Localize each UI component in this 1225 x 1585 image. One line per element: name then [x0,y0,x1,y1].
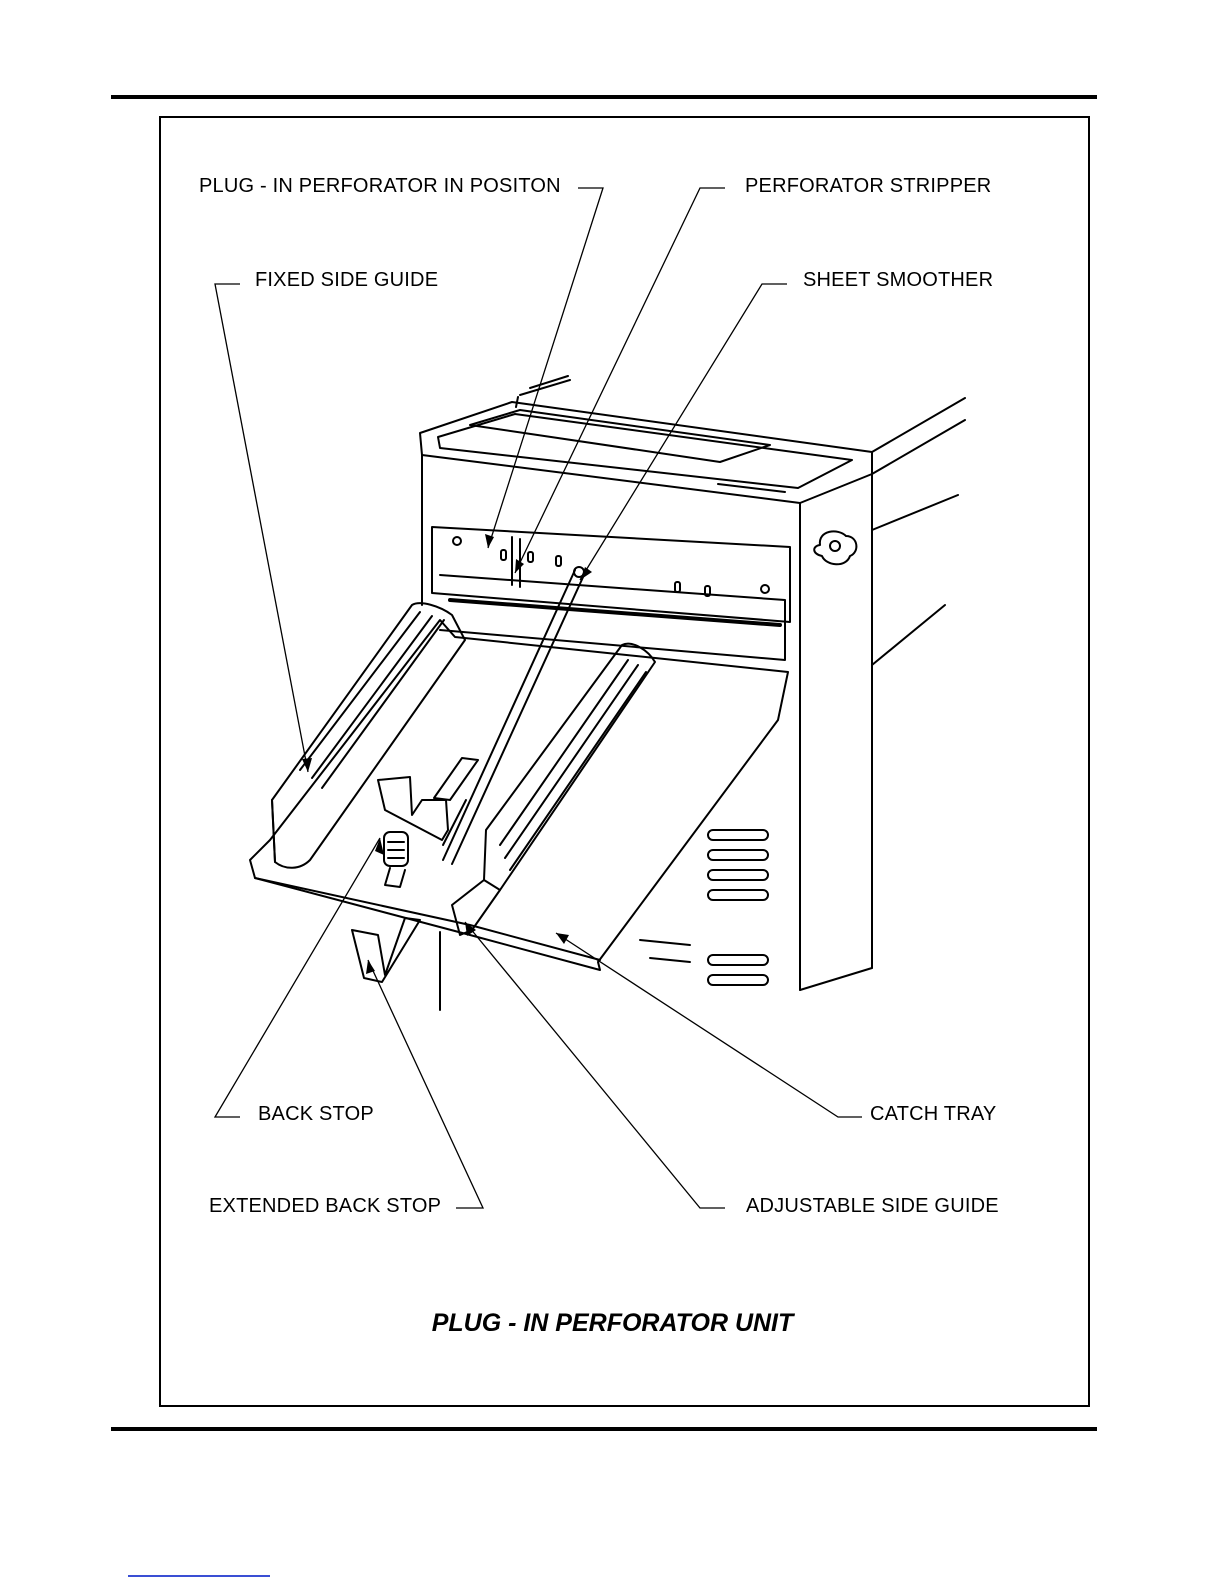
extended-back-stop-part [352,918,420,982]
leader-back-stop [215,838,380,1117]
label-extended-back-stop: EXTENDED BACK STOP [209,1196,441,1216]
leader-plug-in-perforator [488,188,603,548]
leader-extended-back-stop [368,960,483,1208]
back-stop-part [378,758,478,887]
bottom-rule [111,1427,1097,1431]
arrow-back-stop [375,838,384,855]
label-catch-tray: CATCH TRAY [870,1104,996,1124]
label-perforator-stripper: PERFORATOR STRIPPER [745,176,991,196]
arrow-plug-in-perforator [485,534,494,548]
catch-tray [250,620,788,1010]
label-sheet-smoother: SHEET SMOOTHER [803,270,993,290]
label-back-stop: BACK STOP [258,1104,374,1124]
figure-caption: PLUG - IN PERFORATOR UNIT [0,1311,1225,1336]
leader-adjustable-side-guide [465,922,725,1208]
side-knob [814,531,856,564]
cabinet-body [422,398,965,990]
leader-fixed-side-guide [215,284,308,772]
footer-link-underline[interactable] [128,1575,270,1577]
vent-slots [640,830,768,985]
label-adjustable-side-guide: ADJUSTABLE SIDE GUIDE [746,1196,999,1216]
label-fixed-side-guide: FIXED SIDE GUIDE [255,270,438,290]
arrow-catch-tray [556,933,569,944]
adjustable-side-guide-part [452,644,655,935]
cabinet-top [420,376,872,503]
label-plug-in-perforator: PLUG - IN PERFORATOR IN POSITON [199,176,561,196]
sheet-smoother-rod [443,567,584,864]
